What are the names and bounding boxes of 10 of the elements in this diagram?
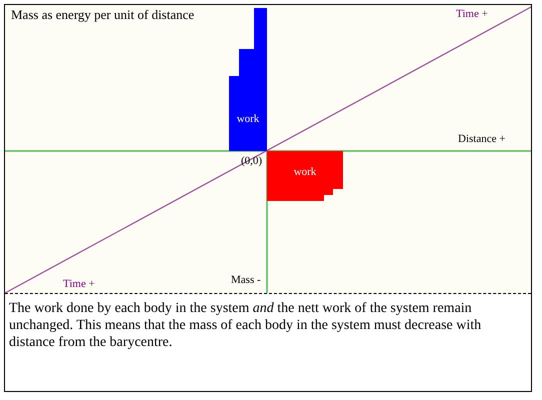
chart-title: Mass as energy per unit of distance	[11, 8, 194, 21]
caption-text: The work done by each body in the system and the nett work of the system remain unchanged. This means that the mass of each body in the system must decrease with distance from the barycentre.	[9, 300, 482, 351]
area-label: work	[292, 167, 318, 178]
axis-label: Time +	[63, 279, 95, 290]
axis-label: Mass -	[231, 275, 261, 286]
work-area	[229, 8, 267, 151]
area-label: work	[236, 114, 260, 125]
axis-label: Distance +	[458, 134, 506, 145]
work-area	[267, 151, 343, 201]
axis-label: Time +	[456, 9, 488, 20]
